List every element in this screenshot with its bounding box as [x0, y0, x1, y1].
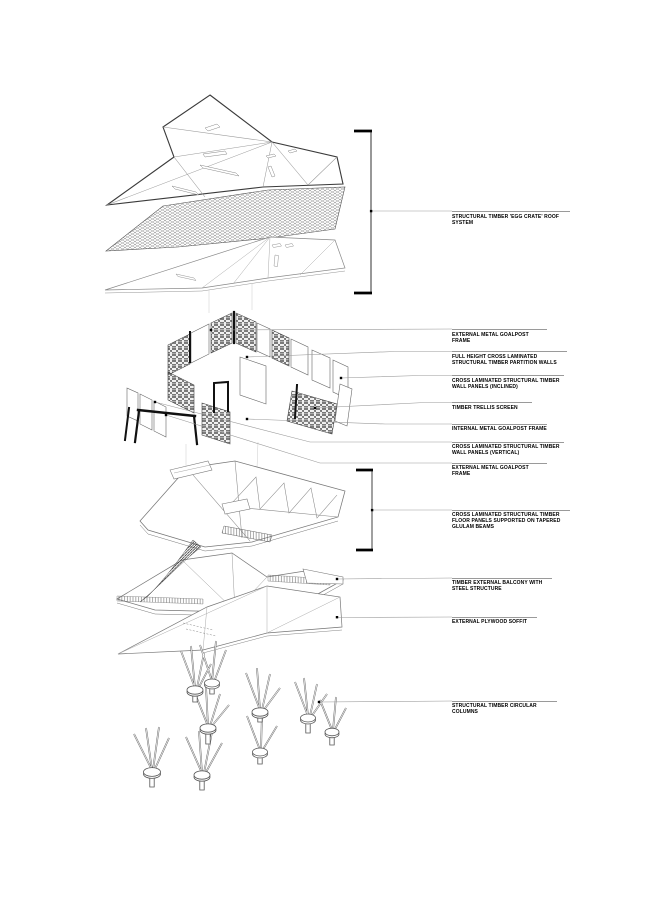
- floor-bracket: [356, 468, 373, 552]
- balcony-steel-outrigger: [302, 568, 344, 585]
- roof-top-plane: [104, 94, 344, 206]
- leader-markers: [153, 209, 374, 704]
- column-branch-struts: [133, 640, 347, 775]
- label-soffit: EXTERNAL PLYWOOD SOFFIT: [452, 616, 537, 626]
- alignment-lines: [185, 284, 259, 469]
- label-trellis-screen: TIMBER TRELLIS SCREEN: [452, 402, 532, 411]
- label-external-goalpost-2: EXTERNAL METAL GOALPOST FRAME: [452, 462, 547, 478]
- label-roof-system: STRUCTURAL TIMBER 'EGG CRATE' ROOF SYSTE…: [452, 211, 570, 226]
- wall-panels-level: [123, 310, 353, 446]
- winding-stair: [139, 539, 202, 603]
- roof-bracket: [354, 129, 372, 295]
- egg-crate-grid: [105, 186, 346, 252]
- roof-skylight-slots: [171, 123, 298, 196]
- label-internal-goalpost: INTERNAL METAL GOALPOST FRAME: [452, 423, 547, 433]
- label-wall-vertical: CROSS LAMINATED STRUCTURAL TIMBER WALL P…: [452, 441, 564, 457]
- leader-lines: [154, 210, 453, 703]
- balcony-walkway-hatch: [116, 595, 204, 605]
- floor-plate-glulam: [139, 460, 346, 552]
- goalpost-frames: [123, 310, 299, 446]
- clt-wall-panels: [126, 322, 353, 438]
- trellis-screen-panels: [167, 312, 338, 445]
- roof-underside-plane: [104, 236, 346, 294]
- label-columns: STRUCTURAL TIMBER CIRCULAR COLUMNS: [452, 700, 557, 716]
- label-balcony: TIMBER EXTERNAL BALCONY WITH STEEL STRUC…: [452, 577, 552, 593]
- label-floor-panels: CROSS LAMINATED STRUCTURAL TIMBER FLOOR …: [452, 509, 570, 531]
- label-external-goalpost-1: EXTERNAL METAL GOALPOST FRAME: [452, 329, 547, 344]
- plywood-soffit: [117, 585, 343, 655]
- label-partition-walls: FULL HEIGHT CROSS LAMINATED STRUCTURAL T…: [452, 351, 567, 366]
- label-wall-inclined: CROSS LAMINATED STRUCTURAL TIMBER WALL P…: [452, 375, 564, 390]
- timber-columns: [133, 640, 347, 791]
- column-pads: [143, 678, 340, 782]
- stair-landing-hatch: [221, 525, 273, 543]
